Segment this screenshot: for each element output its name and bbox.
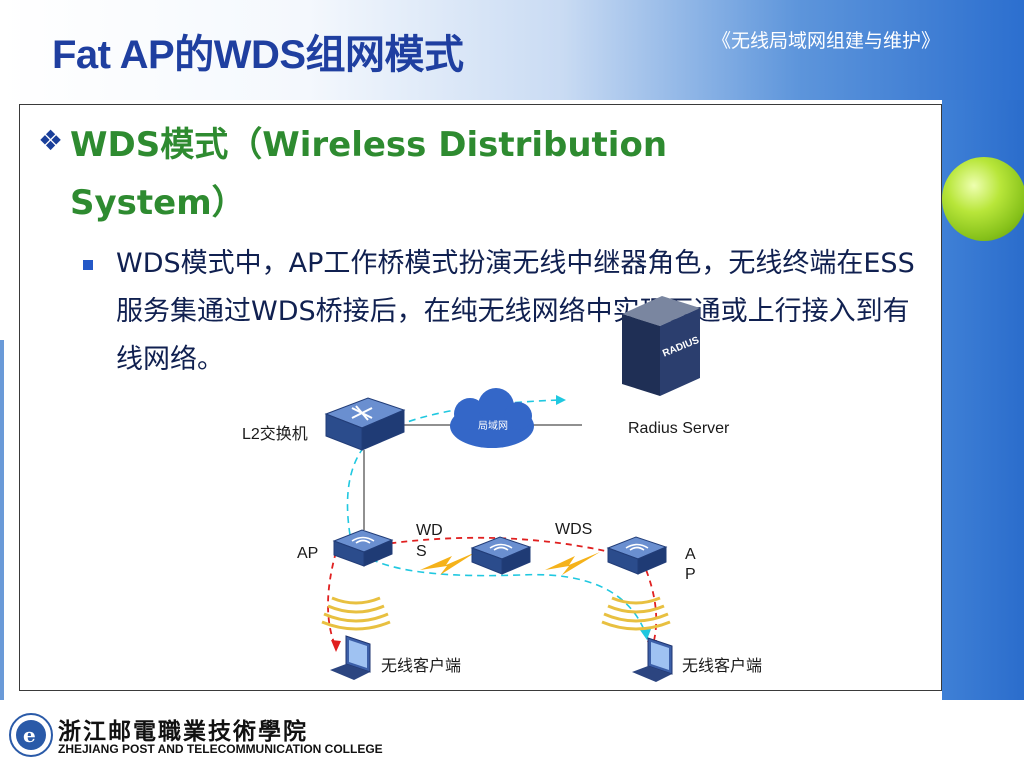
body-paragraph: WDS模式中，AP工作桥模式扮演无线中继器角色，无线终端在ESS服务集通过WDS… xyxy=(116,248,915,375)
client-right-label: 无线客户端 xyxy=(681,656,762,675)
diamond-bullet-icon: ❖ xyxy=(38,124,64,157)
wds-left-label: WD S xyxy=(416,522,443,560)
svg-text:e: e xyxy=(23,723,36,747)
header-band xyxy=(0,0,1024,100)
slide-title: Fat AP的WDS组网模式 xyxy=(52,33,464,77)
ap-left-label: AP xyxy=(297,545,319,562)
green-ball-decoration xyxy=(942,157,1024,241)
wds-right-label: WDS xyxy=(555,521,593,538)
server-label: Radius Server xyxy=(628,420,730,437)
college-logo-icon: e xyxy=(9,713,53,757)
course-name: 《无线局域网组建与维护》 xyxy=(712,30,941,52)
left-decor-stripe xyxy=(0,340,4,700)
college-name-en: ZHEJIANG POST AND TELECOMMUNICATION COLL… xyxy=(58,742,383,756)
section-heading: WDS模式（Wireless Distribution System） xyxy=(70,125,668,223)
client-left-label: 无线客户端 xyxy=(380,656,461,675)
switch-label: L2交换机 xyxy=(242,426,308,443)
square-bullet-icon xyxy=(83,260,93,270)
college-name-cn: 浙江邮電職業技術學院 xyxy=(58,718,308,745)
ap-right-label: A P xyxy=(685,546,696,583)
